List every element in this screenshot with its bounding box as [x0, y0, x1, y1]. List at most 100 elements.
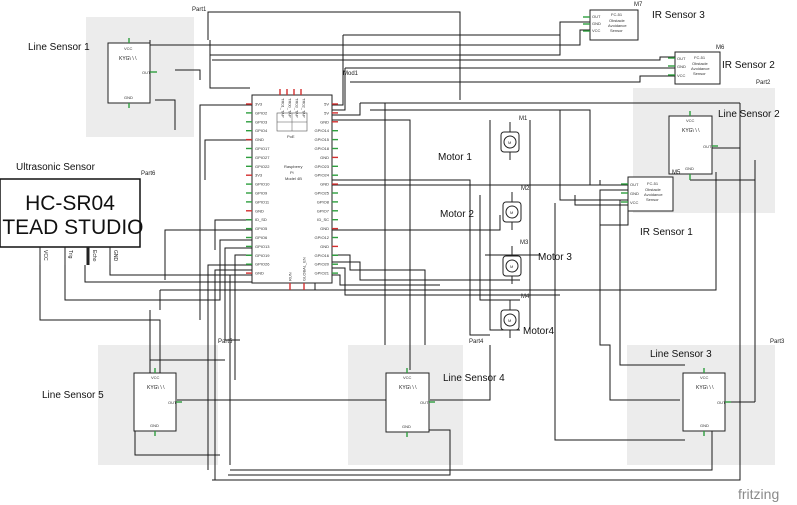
ir3-sub2: Avoidance: [608, 23, 627, 28]
rpi-bottom-pins: RUN GLOBAL_EN: [288, 257, 307, 290]
ir2-pin-vcc: VCC: [677, 73, 686, 78]
m5-id: M5: [672, 170, 681, 176]
line-sensor-4-out: OUT: [420, 400, 429, 405]
label-motor-2: Motor 2: [440, 209, 474, 220]
raspberry-pi-board: PoE Raspberry Pi Model 4B 3V3GPIO2GPIO3G…: [246, 89, 338, 290]
rpi-left-pin-label: GPIO5: [255, 226, 268, 231]
hc-sr04-title: HC-SR04: [25, 192, 115, 215]
hc-sr04-module: HC-SR04 ITEAD STUDIO VCC Trig Echo GND: [0, 178, 144, 265]
line-sensor-5-gnd: GND: [150, 423, 159, 428]
wires: [39, 11, 756, 481]
ir3-name: FC-51: [611, 12, 623, 17]
m1-id: M1: [519, 116, 528, 122]
rpi-right-pin-label: GPIO8: [317, 199, 330, 204]
rpi-bottom-pin-label: RUN: [288, 272, 293, 281]
rpi-bottom-pin-label: GLOBAL_EN: [302, 257, 307, 281]
line-sensor-2-out: OUT: [703, 144, 712, 149]
hc-sr04-pin-vcc: VCC: [42, 250, 48, 261]
ir2-name: FC-51: [694, 55, 706, 60]
motor-3-symbol: M: [502, 246, 522, 284]
rpi-right-pin-label: ID_SC: [317, 217, 329, 222]
label-line-sensor-5: Line Sensor 5: [42, 390, 104, 401]
label-line-sensor-2: Line Sensor 2: [718, 109, 780, 120]
rpi-left-pin-label: 3V3: [255, 102, 263, 107]
line-sensor-5-chip: VCC KYG\ \ \ OUT GND: [133, 368, 182, 436]
rpi-name-2: Pi: [290, 170, 294, 175]
line-sensor-5-model: KYG\ \ \: [147, 385, 165, 391]
ir1-pin-gnd: GND: [630, 191, 639, 196]
mod1-id: Mod1: [343, 71, 359, 77]
rpi-right-pin-label: 5V: [324, 110, 329, 115]
part5-id: Part5: [218, 339, 233, 345]
line-sensor-1-model: KYG\ \ \: [119, 56, 137, 62]
rpi-right-pin-label: GND: [320, 244, 329, 249]
ir3-pin-out: OUT: [592, 14, 601, 19]
hc-sr04-pin-trig: Trig: [67, 250, 73, 259]
ir1-pin-vcc: VCC: [630, 200, 639, 205]
line-sensor-3-model: KYG\ \ \: [696, 385, 714, 391]
hc-sr04-brand: ITEAD STUDIO: [0, 216, 144, 239]
rpi-left-pin-label: GND: [255, 137, 264, 142]
label-motor-4: Motor4: [523, 326, 555, 337]
label-line-sensor-4: Line Sensor 4: [443, 373, 505, 384]
rpi-left-pin-label: GPIO3: [255, 119, 268, 124]
motor-1-symbol: M: [500, 122, 520, 160]
ir3-pin-gnd: GND: [592, 21, 601, 26]
line-sensor-5-out: OUT: [168, 400, 177, 405]
ir1-sub3: Sensor: [646, 197, 659, 202]
rpi-right-pin-label: GPIO7: [317, 208, 330, 213]
rpi-left-pin-label: GPIO13: [255, 244, 270, 249]
part6-id: Part6: [141, 171, 156, 177]
label-ultrasonic: Ultrasonic Sensor: [16, 162, 96, 173]
rpi-left-pin-label: GPIO10: [255, 182, 270, 187]
label-motor-1: Motor 1: [438, 152, 472, 163]
ir2-pin-gnd: GND: [677, 64, 686, 69]
line-sensor-2-chip: VCC KYG\ \ \ OUT GND: [668, 111, 718, 180]
motor-2-symbol: M: [502, 192, 522, 230]
motor-4-glyph: M: [508, 318, 511, 323]
line-sensor-4-chip: VCC KYG\ \ \ OUT GND: [385, 368, 435, 437]
rpi-left-pin-label: GPIO2: [255, 110, 268, 115]
rpi-left-pin-label: GPIO17: [255, 146, 270, 151]
ir3-sub3: Sensor: [610, 28, 623, 33]
label-line-sensor-3: Line Sensor 3: [650, 349, 712, 360]
rpi-right-pin-label: GPIO25: [315, 191, 330, 196]
rpi-left-pin-label: 3V3: [255, 173, 263, 178]
m7-id: M7: [634, 2, 643, 8]
line-sensor-1-gnd: GND: [124, 95, 133, 100]
ir2-sub2: Avoidance: [691, 66, 710, 71]
rpi-right-pin-label: GPIO18: [315, 146, 330, 151]
ir-sensor-2-chip: OUT GND VCC FC-51 Obstacle Avoidance Sen…: [668, 51, 721, 85]
rpi-right-pin-label: 5V: [324, 102, 329, 107]
motor-4-symbol: M: [500, 300, 520, 338]
rpi-right-pin-label: GND: [320, 226, 329, 231]
m4-id: M4: [521, 294, 530, 300]
line-sensor-3-vcc: VCC: [700, 375, 709, 380]
rpi-left-pin-label: GPIO26: [255, 262, 270, 267]
ir-sensor-3-chip: OUT GND VCC FC-51 Obstacle Avoidance Sen…: [583, 9, 639, 41]
rpi-right-pin-label: GPIO14: [315, 128, 330, 133]
rpi-name-1: Raspberry: [284, 164, 302, 169]
rpi-left-pin-label: GPIO6: [255, 235, 268, 240]
hc-sr04-pin-echo: Echo: [91, 250, 97, 262]
line-sensor-5-vcc: VCC: [151, 375, 160, 380]
line-sensor-3-chip: VCC KYG\ \ \ OUT GND: [682, 368, 731, 436]
line-sensor-2-model: KYG\ \ \: [682, 128, 700, 134]
rpi-top-pin-label: TR02_TAP: [302, 98, 307, 118]
line-sensor-3-gnd: GND: [700, 423, 709, 428]
part2-id: Part2: [756, 80, 771, 86]
rpi-right-pin-label: GPIO12: [315, 235, 330, 240]
part-ids: Part1 Part2 Part3 Part4 Part5 Part6 Mod1…: [141, 2, 785, 345]
m3-id: M3: [520, 240, 529, 246]
rpi-name-3: Model 4B: [285, 176, 302, 181]
part3-id: Part3: [770, 339, 785, 345]
part1-id: Part1: [192, 7, 207, 13]
ir1-pin-out: OUT: [630, 182, 639, 187]
ir1-sub1: Obstacle: [645, 187, 662, 192]
m2-id: M2: [521, 186, 530, 192]
line-sensor-4-gnd: GND: [402, 424, 411, 429]
line-sensor-1-chip: VCC KYG\ \ \ OUT GND: [107, 38, 157, 108]
rpi-top-pin-label: TR01_TAP: [281, 98, 286, 118]
rpi-left-pin-label: ID_SD: [255, 217, 267, 222]
rpi-top-pin-label: TR00_TAP: [288, 98, 293, 118]
